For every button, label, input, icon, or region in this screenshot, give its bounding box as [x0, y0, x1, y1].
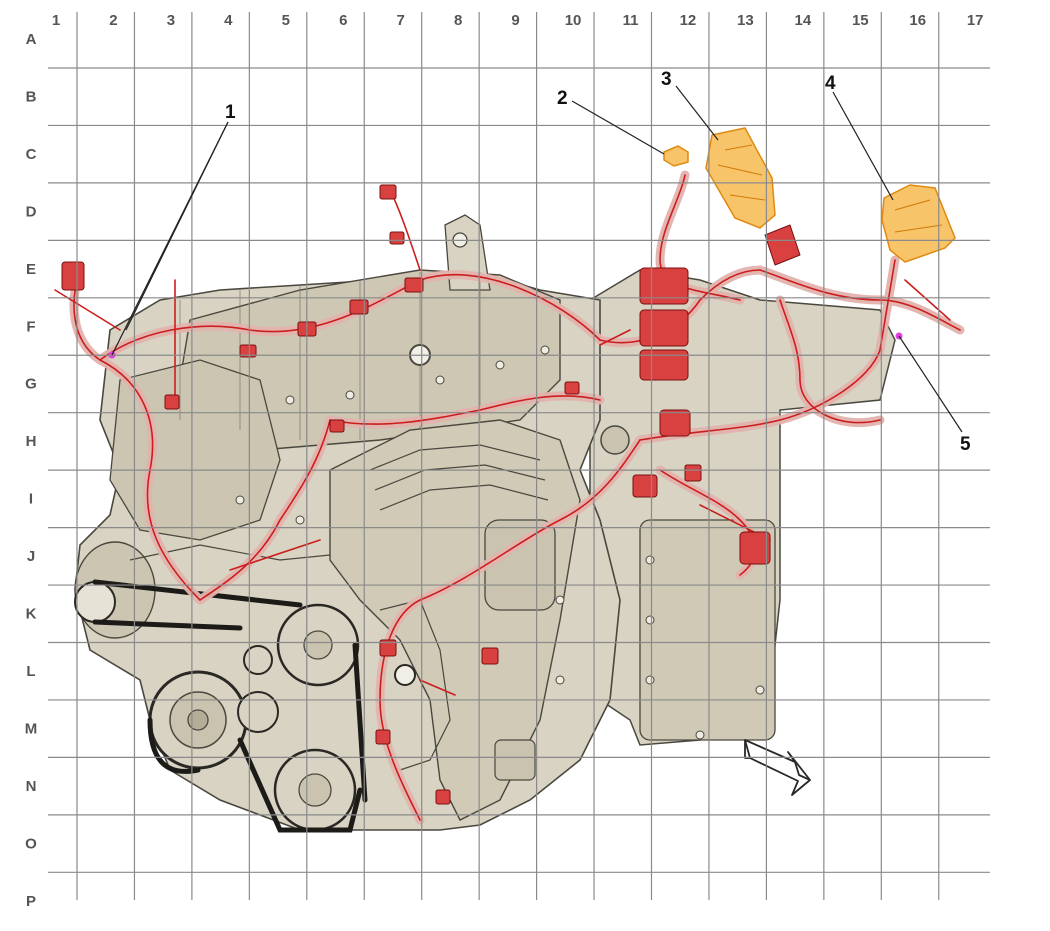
grid-column-label: 7 — [397, 12, 405, 29]
component-3-module — [705, 127, 776, 229]
grid-column-label: 3 — [167, 12, 175, 29]
grid-column-label: 15 — [852, 12, 869, 29]
callout-2: 2 — [557, 88, 568, 109]
grid-column-label: 14 — [795, 12, 812, 29]
grid-row-label: C — [26, 146, 37, 163]
grid-row-label: H — [26, 433, 37, 450]
grid-column-label: 16 — [909, 12, 926, 29]
grid-column-label: 6 — [339, 12, 347, 29]
grid-column-label: 2 — [109, 12, 117, 29]
grid-row-label: J — [27, 548, 35, 565]
grid-row-labels: A B C D E F G H I J K L M N O P — [25, 31, 38, 910]
grid-row-label: G — [25, 376, 37, 393]
grid-column-label: 1 — [52, 12, 60, 29]
grid-row-label: B — [26, 88, 37, 105]
engine-illustration — [74, 214, 896, 833]
grid-column-label: 12 — [680, 12, 697, 29]
callout-4: 4 — [825, 73, 836, 94]
forward-arrow-icon — [744, 739, 811, 796]
grid-row-label: L — [26, 663, 35, 680]
grid-column-label: 13 — [737, 12, 754, 29]
callout-1: 1 — [225, 102, 236, 123]
grid-row-label: O — [25, 835, 37, 852]
timing-cover — [109, 359, 281, 541]
callout-leaders — [111, 85, 963, 433]
grid-row-label: D — [26, 203, 37, 220]
reference-grid — [48, 12, 990, 900]
grid-row-label: A — [26, 31, 37, 48]
grid-column-label: 10 — [565, 12, 582, 29]
grid-column-label: 9 — [511, 12, 519, 29]
grid-row-label: K — [26, 606, 37, 623]
component-2-connector — [663, 145, 689, 167]
wiring-harness — [54, 170, 965, 825]
grid-column-label: 5 — [282, 12, 290, 29]
grid-row-label: M — [25, 720, 38, 737]
component-4-module — [881, 184, 956, 263]
grid-column-label: 17 — [967, 12, 984, 29]
grid-column-label: 4 — [224, 12, 233, 29]
grid-row-label: I — [29, 491, 33, 508]
callout-5: 5 — [960, 434, 971, 455]
grid-row-label: P — [26, 893, 36, 910]
grid-column-label: 8 — [454, 12, 462, 29]
highlighted-components — [663, 127, 956, 263]
grid-row-label: N — [26, 778, 37, 795]
callout-3: 3 — [661, 69, 672, 90]
grid-row-label: E — [26, 261, 36, 278]
grid-column-label: 11 — [623, 12, 639, 29]
grid-row-label: F — [26, 318, 35, 335]
